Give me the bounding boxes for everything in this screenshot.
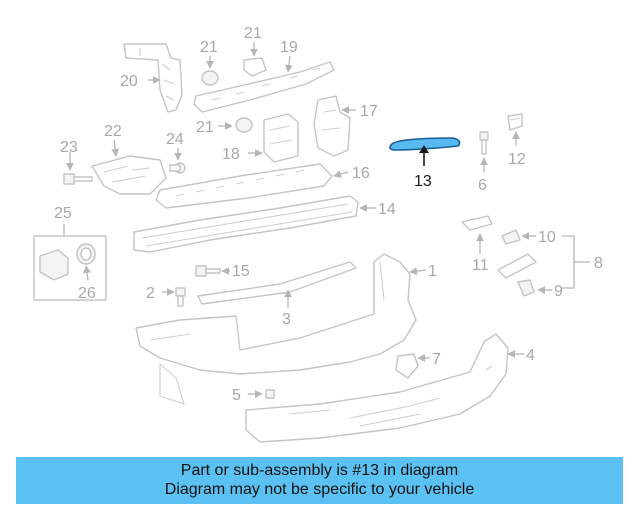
caption-line-1: Part or sub-assembly is #13 in diagram bbox=[180, 462, 459, 479]
part-3-step-pad: 3 bbox=[197, 261, 357, 328]
part-12-clip: 12 bbox=[507, 113, 526, 168]
part-16-absorber: 16 bbox=[155, 163, 370, 209]
callout-16: 16 bbox=[352, 165, 370, 182]
callout-6: 6 bbox=[478, 177, 487, 194]
caption-line-2: Diagram may not be specific to your vehi… bbox=[164, 481, 475, 498]
part-26-sensor-group: 25 26 bbox=[33, 205, 107, 302]
part-23-bracket: 22 bbox=[91, 123, 167, 195]
callout-11: 11 bbox=[472, 257, 489, 274]
part-25-bolt: 24 bbox=[166, 131, 186, 174]
callout-23: 22 bbox=[104, 123, 122, 140]
callout-21-lower: 21 bbox=[196, 119, 214, 136]
callout-12: 12 bbox=[508, 151, 526, 168]
part-17-bracket: 17 bbox=[313, 95, 378, 157]
callout-22: 21 bbox=[244, 25, 262, 42]
callout-4: 4 bbox=[526, 347, 535, 364]
part-1-bumper-cover: 1 bbox=[135, 253, 437, 405]
callout-15: 15 bbox=[232, 263, 250, 280]
part-21-plug-lower: 21 bbox=[196, 117, 253, 136]
part-13-molding-highlighted: 13 bbox=[389, 137, 461, 190]
caption-banner: Part or sub-assembly is #13 in diagram D… bbox=[16, 457, 623, 504]
callout-19: 19 bbox=[280, 39, 298, 56]
callout-7: 7 bbox=[432, 351, 441, 368]
part-21-plug-upper: 21 bbox=[200, 39, 219, 86]
part-20-bracket: 20 bbox=[120, 43, 183, 113]
part-9-bulb-socket: 9 bbox=[517, 279, 563, 300]
part-19-reinforcement: 19 bbox=[193, 39, 335, 113]
part-14-impact-bar: 14 bbox=[133, 195, 396, 253]
part-5-bolt: 5 bbox=[232, 387, 275, 404]
part-15-bolt: 15 bbox=[195, 263, 250, 280]
part-7-bracket: 7 bbox=[395, 351, 441, 379]
callout-2: 2 bbox=[146, 285, 155, 302]
part-6-bolt: 6 bbox=[478, 131, 489, 194]
part-22-clip: 21 bbox=[243, 25, 267, 77]
part-2-bolt: 2 bbox=[146, 285, 186, 307]
callout-24: 23 bbox=[60, 139, 78, 156]
callout-20: 20 bbox=[120, 73, 138, 90]
callout-14: 14 bbox=[378, 201, 396, 218]
callout-3: 3 bbox=[282, 311, 291, 328]
part-4-lower-valance: 4 bbox=[245, 333, 535, 443]
part-8-lamp-assembly: 8 bbox=[497, 235, 603, 289]
callout-13: 13 bbox=[414, 173, 432, 190]
part-11-bracket: 11 bbox=[461, 215, 493, 274]
callout-1: 1 bbox=[428, 263, 437, 280]
callout-27: 26 bbox=[78, 285, 96, 302]
callout-10: 10 bbox=[538, 229, 556, 246]
callout-25: 24 bbox=[166, 131, 184, 148]
callout-8: 8 bbox=[594, 255, 603, 272]
callout-21-upper: 21 bbox=[200, 39, 218, 56]
part-24-bolt: 23 bbox=[60, 139, 93, 185]
callout-18: 18 bbox=[222, 146, 240, 163]
part-18-bracket: 18 bbox=[222, 113, 299, 163]
callout-9: 9 bbox=[554, 283, 563, 300]
callout-5: 5 bbox=[232, 387, 241, 404]
callout-17: 17 bbox=[360, 103, 378, 120]
callout-26: 25 bbox=[54, 205, 72, 222]
parts-diagram: 20 21 21 19 17 21 18 bbox=[33, 25, 603, 443]
part-10-reflector: 10 bbox=[501, 229, 556, 246]
